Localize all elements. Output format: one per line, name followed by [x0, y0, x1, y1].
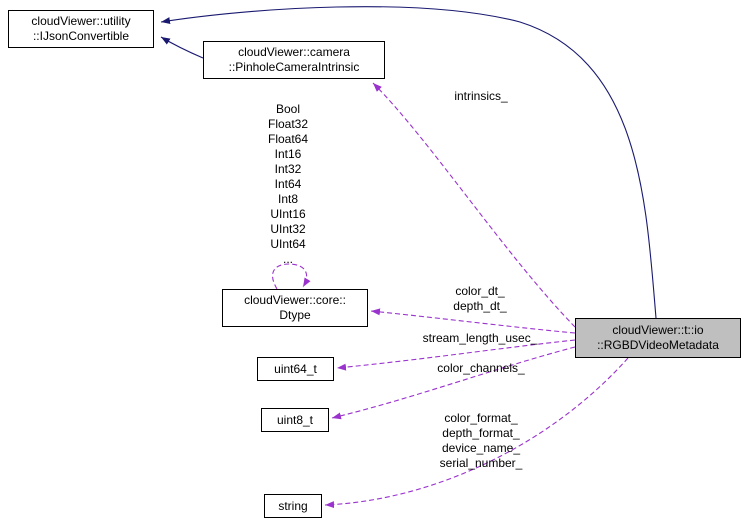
edge-usage-intrinsics [372, 82, 576, 328]
label-intrinsics: intrinsics_ [454, 89, 508, 103]
edge-inheritance-pinholecameraintrinsic-to-ijsonconvertible [160, 36, 204, 59]
node-uint8-t: uint8_t [261, 408, 329, 432]
label-string-fields: color_format_depth_format_device_name_se… [439, 411, 523, 470]
edge-inheritance-rgbdvideometadata-to-ijsonconvertible [160, 6, 657, 319]
edge-usage-dtype-self-loop [272, 263, 311, 290]
edge-usage-string-fields [324, 357, 629, 509]
node-string: string [264, 494, 322, 518]
label-color-dt-depth-dt: color_dt_depth_dt_ [453, 284, 507, 313]
edge-usage-color-channels [331, 346, 576, 420]
label-color-channels: color_channels_ [437, 361, 525, 375]
node-rgbdvideometadata-current: cloudViewer::t::io::RGBDVideoMetadata [575, 318, 741, 358]
edge-usage-color-dt-depth-dt [370, 308, 576, 334]
edge-usage-stream-length-usec [336, 339, 576, 371]
label-stream-length-usec: stream_length_usec_ [422, 331, 538, 345]
node-pinholecameraintrinsic[interactable]: cloudViewer::camera::PinholeCameraIntrin… [203, 41, 385, 79]
node-uint64-t: uint64_t [257, 357, 334, 381]
node-ijsonconvertible[interactable]: cloudViewer::utility::IJsonConvertible [8, 10, 154, 48]
node-dtype[interactable]: cloudViewer::core::Dtype [222, 289, 368, 327]
